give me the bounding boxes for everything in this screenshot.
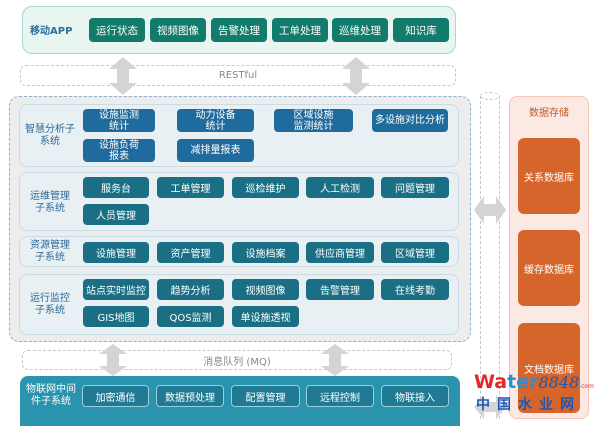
btn-line: 监测统计 [293, 120, 334, 132]
document-database[interactable]: 文档数据库 [518, 323, 580, 413]
btn-trend-analysis[interactable]: 趋势分析 [157, 279, 224, 300]
app-item-patrol[interactable]: 巡维处理 [332, 18, 388, 42]
btn-multi-facility-compare[interactable]: 多设施对比分析 [372, 109, 448, 132]
ops-management-label: 运维管理 子系统 [20, 191, 80, 215]
btn-facility-load-report[interactable]: 设施负荷报表 [83, 139, 155, 162]
btn-remote-control[interactable]: 远程控制 [306, 385, 374, 407]
mq-label: 消息队列 (MQ) [203, 356, 271, 368]
mq-bus: 消息队列 (MQ) [22, 350, 452, 370]
btn-asset-mgmt[interactable]: 资产管理 [157, 242, 224, 263]
btn-manual-detection[interactable]: 人工检测 [306, 177, 374, 198]
btn-qos-monitor[interactable]: QOS监测 [157, 306, 224, 327]
btn-config-mgmt[interactable]: 配置管理 [231, 385, 300, 407]
watermark-logo: Water8848.com [474, 372, 594, 397]
btn-line: 统计 [109, 120, 129, 132]
left-right-arrow-icon [474, 196, 506, 224]
btn-facility-archive[interactable]: 设施档案 [232, 242, 299, 263]
app-item-alarm[interactable]: 告警处理 [211, 18, 267, 42]
label-line: 件子系统 [31, 396, 71, 407]
vertical-bus [480, 96, 500, 419]
label-line: 运行监控 [30, 293, 70, 304]
btn-facility-monitor-stats[interactable]: 设施监测统计 [83, 109, 155, 132]
btn-line: 报表 [109, 150, 129, 162]
btn-site-realtime-monitor[interactable]: 站点实时监控 [83, 279, 149, 300]
btn-video-image[interactable]: 视频图像 [232, 279, 299, 300]
btn-online-attendance[interactable]: 在线考勤 [381, 279, 449, 300]
btn-alarm-mgmt[interactable]: 告警管理 [306, 279, 374, 300]
up-down-arrow-icon [341, 57, 371, 95]
label-line: 子系统 [35, 203, 65, 214]
app-item-run-status[interactable]: 运行状态 [89, 18, 145, 42]
label-line: 资源管理 [30, 240, 70, 251]
watermark-com: .com [579, 383, 594, 390]
restful-bus: RESTful [20, 65, 456, 86]
btn-problem-mgmt[interactable]: 问题管理 [381, 177, 449, 198]
btn-line: 统计 [205, 120, 226, 132]
btn-single-facility-view[interactable]: 单设施透视 [232, 306, 299, 327]
app-item-knowledge[interactable]: 知识库 [393, 18, 449, 42]
smart-analysis-label: 智慧分析子 系统 [20, 124, 80, 148]
watermark-num: 8848 [538, 373, 580, 392]
label-line: 物联网中间 [26, 384, 76, 395]
data-storage-title: 数据存储 [529, 108, 569, 119]
btn-iot-access[interactable]: 物联接入 [381, 385, 449, 407]
btn-supplier-mgmt[interactable]: 供应商管理 [306, 242, 374, 263]
btn-line: 区域设施 [293, 109, 334, 121]
btn-line: 多设施对比分析 [375, 115, 445, 126]
watermark-subtitle: 中国水业网 [476, 397, 581, 413]
btn-line: 动力设备 [195, 109, 236, 121]
btn-inspection-maintenance[interactable]: 巡检维护 [232, 177, 299, 198]
label-line: 子系统 [35, 252, 65, 263]
btn-line: 减排量报表 [190, 145, 241, 156]
btn-personnel-mgmt[interactable]: 人员管理 [83, 204, 149, 225]
label-line: 智慧分析子 [25, 124, 75, 135]
left-right-arrow-icon [474, 395, 506, 419]
label-line: 运维管理 [30, 191, 70, 202]
btn-emission-reduction-report[interactable]: 减排量报表 [177, 139, 254, 162]
btn-area-facility-stats[interactable]: 区域设施监测统计 [274, 109, 353, 132]
btn-line: 设施监测 [99, 109, 139, 121]
resource-management-label: 资源管理 子系统 [20, 240, 80, 264]
btn-power-equipment-stats[interactable]: 动力设备统计 [177, 109, 254, 132]
btn-data-preprocess[interactable]: 数据预处理 [156, 385, 224, 407]
btn-encrypted-comm[interactable]: 加密通信 [82, 385, 149, 407]
label-line: 子系统 [35, 305, 65, 316]
iot-middleware-label: 物联网中间 件子系统 [22, 384, 80, 408]
up-down-arrow-icon [108, 57, 138, 95]
up-down-arrow-icon [98, 344, 128, 376]
btn-work-order-mgmt[interactable]: 工单管理 [157, 177, 224, 198]
watermark-ter: ter [507, 371, 539, 393]
app-item-work-order[interactable]: 工单处理 [272, 18, 328, 42]
btn-area-mgmt[interactable]: 区域管理 [381, 242, 449, 263]
mobile-app-title: 移动APP [30, 26, 73, 37]
watermark-wa: Wa [474, 371, 508, 393]
up-down-arrow-icon [320, 344, 350, 376]
btn-line: 设施负荷 [99, 139, 139, 151]
btn-service-desk[interactable]: 服务台 [83, 177, 149, 198]
label-line: 系统 [40, 136, 60, 147]
btn-facility-mgmt[interactable]: 设施管理 [83, 242, 149, 263]
cache-database[interactable]: 缓存数据库 [518, 230, 580, 306]
restful-label: RESTful [218, 70, 258, 81]
vertical-bus-cap [480, 92, 500, 100]
app-item-video[interactable]: 视频图像 [150, 18, 206, 42]
relational-database[interactable]: 关系数据库 [518, 138, 580, 214]
btn-gis-map[interactable]: GIS地图 [83, 306, 149, 327]
operation-monitoring-label: 运行监控 子系统 [20, 293, 80, 317]
